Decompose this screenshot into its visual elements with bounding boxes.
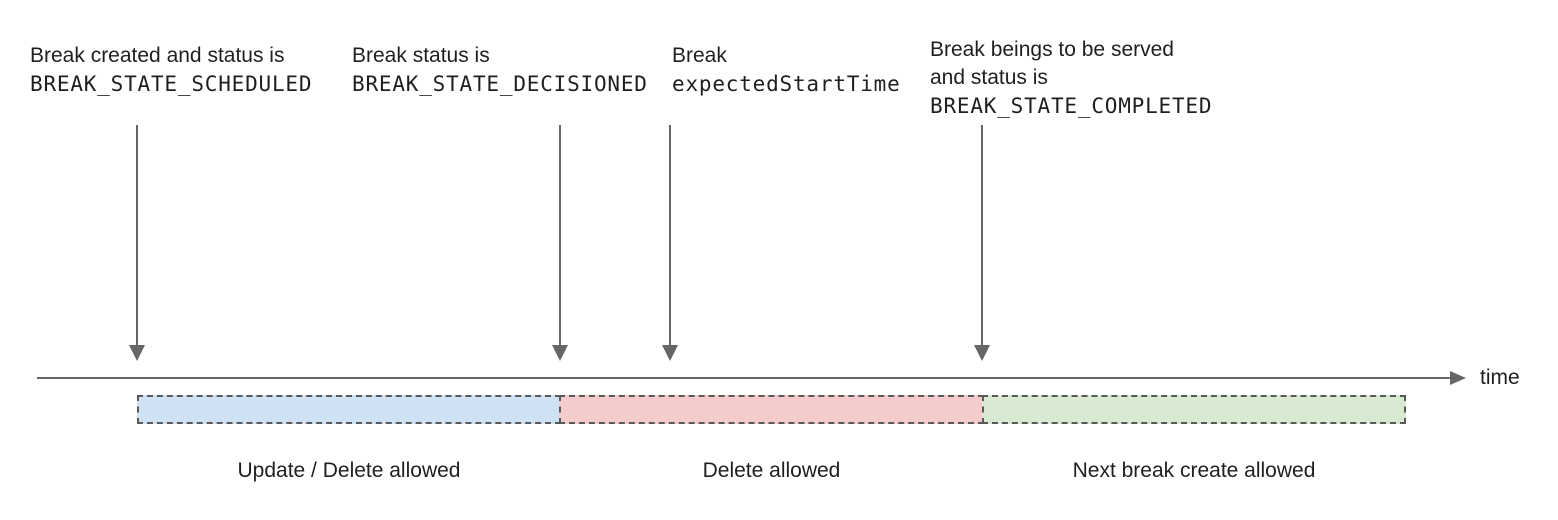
down-arrow-icon-scheduled <box>129 125 145 361</box>
segment-update-delete-allowed <box>137 395 561 424</box>
segment-label-delete-allowed: Delete allowed <box>702 459 841 482</box>
annotation-break-scheduled: Break created and status is BREAK_STATE_… <box>30 42 312 98</box>
time-axis-arrowhead-icon <box>1450 371 1466 385</box>
annotation-text: Break status is <box>352 44 490 67</box>
time-axis-line <box>37 377 1450 379</box>
annotation-code-expected-start-time: expectedStartTime <box>672 72 901 96</box>
down-arrow-icon-completed <box>974 125 990 361</box>
annotation-text: and status is <box>930 66 1048 89</box>
annotation-text: Break <box>672 44 727 67</box>
arrow-stem <box>981 125 983 346</box>
arrow-head-icon <box>662 345 678 361</box>
arrow-head-icon <box>552 345 568 361</box>
annotation-break-completed: Break beings to be served and status is … <box>930 36 1212 120</box>
arrow-stem <box>136 125 138 346</box>
arrow-stem <box>559 125 561 346</box>
annotation-code-break-state-scheduled: BREAK_STATE_SCHEDULED <box>30 72 313 96</box>
annotation-text: Break beings to be served <box>930 38 1174 61</box>
annotation-text: Break created and status is <box>30 44 285 67</box>
annotation-break-decisioned: Break status is BREAK_STATE_DECISIONED <box>352 42 648 98</box>
down-arrow-icon-decisioned <box>552 125 568 361</box>
segment-delete-allowed <box>559 395 984 424</box>
annotation-expected-start-time: Break expectedStartTime <box>672 42 901 98</box>
arrow-head-icon <box>129 345 145 361</box>
arrow-head-icon <box>974 345 990 361</box>
annotation-code-break-state-completed: BREAK_STATE_COMPLETED <box>930 94 1213 118</box>
segment-next-break-create-allowed <box>982 395 1406 424</box>
down-arrow-icon-expected-start <box>662 125 678 361</box>
segment-label-update-delete-allowed: Update / Delete allowed <box>237 459 461 482</box>
annotation-code-break-state-decisioned: BREAK_STATE_DECISIONED <box>352 72 648 96</box>
time-axis-label: time <box>1480 366 1520 389</box>
segment-label-next-break-create-allowed: Next break create allowed <box>1072 459 1316 482</box>
arrow-stem <box>669 125 671 346</box>
